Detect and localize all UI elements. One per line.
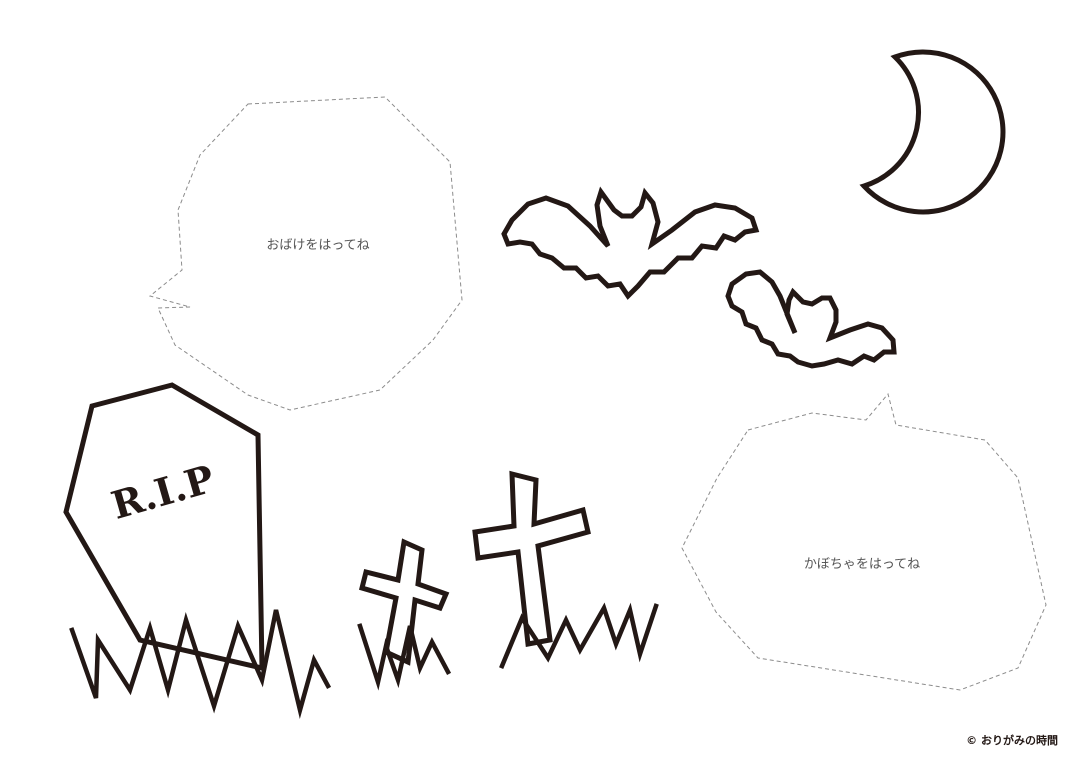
ghost-bubble: おばけをはってね: [148, 96, 463, 411]
grass-tuft-right: [499, 602, 659, 669]
tombstone-outline: [63, 382, 265, 672]
tombstone: R.I.P: [63, 382, 265, 672]
pumpkin-bubble-label: かぼちゃをはってね: [804, 557, 920, 572]
cross-small: [357, 538, 452, 691]
cross-large: [472, 470, 659, 669]
bat-small-icon: [725, 269, 897, 369]
cross-large-outline: [472, 470, 591, 647]
copyright-notice: © おりがみの時間: [966, 734, 1058, 747]
ghost-bubble-label: おばけをはってね: [266, 238, 369, 253]
bat-large-icon: [501, 186, 760, 300]
cross-small-outline: [358, 538, 450, 666]
grass-tuft-middle: [357, 623, 452, 691]
pumpkin-bubble-outline: [681, 392, 1047, 691]
crescent-moon-icon: [859, 49, 1006, 215]
grass-tuft-left: [69, 609, 332, 719]
ghost-bubble-outline: [148, 96, 463, 411]
pumpkin-bubble: かぼちゃをはってね: [681, 392, 1047, 691]
